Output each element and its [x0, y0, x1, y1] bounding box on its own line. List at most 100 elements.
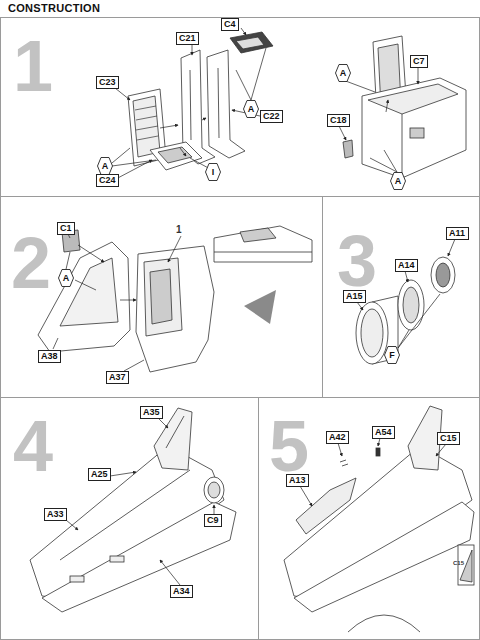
fuselage-assembly	[110, 556, 124, 562]
part-number: C24	[99, 175, 116, 185]
hexagon-outline	[98, 158, 113, 175]
fuselage-assembly	[348, 615, 420, 632]
leader-line	[398, 330, 409, 348]
fuselage-halves	[60, 258, 118, 326]
leader-line	[53, 234, 181, 371]
seat-parts	[190, 70, 191, 140]
seat-parts	[158, 147, 192, 163]
leader-line	[120, 300, 136, 301]
leader-line	[78, 245, 104, 262]
leader-line	[168, 236, 181, 262]
leader-line	[180, 148, 186, 156]
part-number: A33	[47, 509, 64, 519]
leader-line	[160, 560, 180, 585]
part-number-box: A54	[372, 426, 395, 439]
fuselage-assembly	[208, 482, 220, 498]
exhaust-nozzle	[436, 263, 450, 287]
hexagon-outline	[385, 347, 400, 364]
step-panel: 5 A42 A54C15 A13	[258, 397, 480, 640]
reference-letter: A	[102, 161, 109, 171]
leader-line	[300, 486, 312, 506]
seat-parts	[230, 32, 273, 53]
fuselage-assembly	[284, 406, 474, 632]
part-number: C7	[413, 56, 425, 66]
seat-parts	[150, 142, 202, 170]
part-number-box: A13	[286, 474, 309, 487]
part-number-box: C22	[260, 110, 283, 123]
step-panel: 3A11A14A15F	[322, 196, 480, 398]
leader-line	[160, 125, 178, 128]
reference-hexagon: A	[390, 172, 406, 190]
leader-line	[241, 28, 246, 35]
part-number: C21	[179, 33, 196, 43]
part-number: C1	[60, 223, 72, 233]
seat-parts	[236, 37, 264, 49]
reference-hexagon: A	[58, 269, 74, 287]
fuselage-halves	[38, 242, 130, 352]
seat-parts	[207, 50, 245, 158]
hexagon-outline	[336, 65, 351, 82]
part-number-box: A33	[44, 508, 67, 521]
part-number-box: A42	[326, 431, 349, 444]
fuselage-assembly	[376, 448, 380, 456]
part-number-box: C21	[176, 32, 199, 45]
seat-parts	[136, 126, 158, 130]
seat-parts	[343, 140, 353, 158]
fuselage-assembly	[70, 576, 84, 582]
leader-line	[115, 88, 130, 100]
seat-parts	[218, 68, 219, 138]
part-number-box: C1	[57, 222, 75, 235]
seat-parts	[362, 78, 466, 178]
fuselage-assembly	[60, 470, 190, 560]
fuselage-halves	[136, 246, 214, 372]
exhaust-nozzle	[361, 309, 383, 357]
fuselage-halves	[214, 252, 312, 253]
seat-parts	[137, 136, 158, 140]
leader-line	[202, 118, 206, 120]
fuselage-assembly	[30, 408, 236, 612]
fuselage-halves	[240, 228, 276, 242]
leader-line	[405, 271, 408, 282]
hexagon-outline	[206, 164, 221, 181]
part-number: A42	[329, 432, 346, 442]
part-number: A25	[91, 469, 108, 479]
reference-hexagon: F	[384, 346, 400, 364]
exhaust-nozzle	[398, 280, 424, 330]
leader-line	[124, 360, 144, 371]
exhaust-nozzle	[403, 287, 419, 323]
part-number: A37	[109, 372, 126, 382]
fuselage-assembly	[340, 460, 346, 462]
leader-line	[75, 280, 96, 290]
reference-hexagon: I	[205, 163, 221, 181]
leader-line	[370, 158, 397, 172]
step-number: 5	[269, 410, 309, 482]
part-number-box: C4	[221, 18, 239, 31]
leader-line	[398, 294, 440, 348]
reference-letter: I	[212, 167, 215, 177]
part-number-box: C23	[96, 76, 119, 89]
leader-line	[112, 160, 156, 166]
part-number: A15	[346, 291, 363, 301]
part-number-box: C24	[96, 174, 119, 187]
leader-line	[339, 126, 346, 140]
leader-line	[343, 80, 375, 92]
inset-part-number: C15	[452, 560, 465, 567]
part-number-box: C18	[327, 114, 350, 127]
reference-letter: A	[395, 176, 402, 186]
reference-hexagon: A	[243, 100, 259, 118]
part-number-box: A15	[343, 290, 366, 303]
step-panel: 1C4C21AC23C22AIC24C7AC18A	[0, 17, 480, 197]
leader-line	[338, 443, 342, 456]
step-panel: 4A35A25A33C9A34	[0, 397, 259, 640]
part-number-box: C9	[204, 514, 222, 527]
seat-parts	[133, 96, 160, 157]
reference-letter: A	[63, 273, 70, 283]
fuselage-halves	[38, 226, 312, 372]
leader-line	[214, 505, 215, 514]
step-panel: 2C1AA38A37	[0, 196, 323, 398]
exhaust-nozzle	[356, 302, 388, 364]
part-number: A11	[449, 228, 465, 238]
part-number-box: A25	[88, 468, 111, 481]
leader-line	[192, 44, 193, 55]
